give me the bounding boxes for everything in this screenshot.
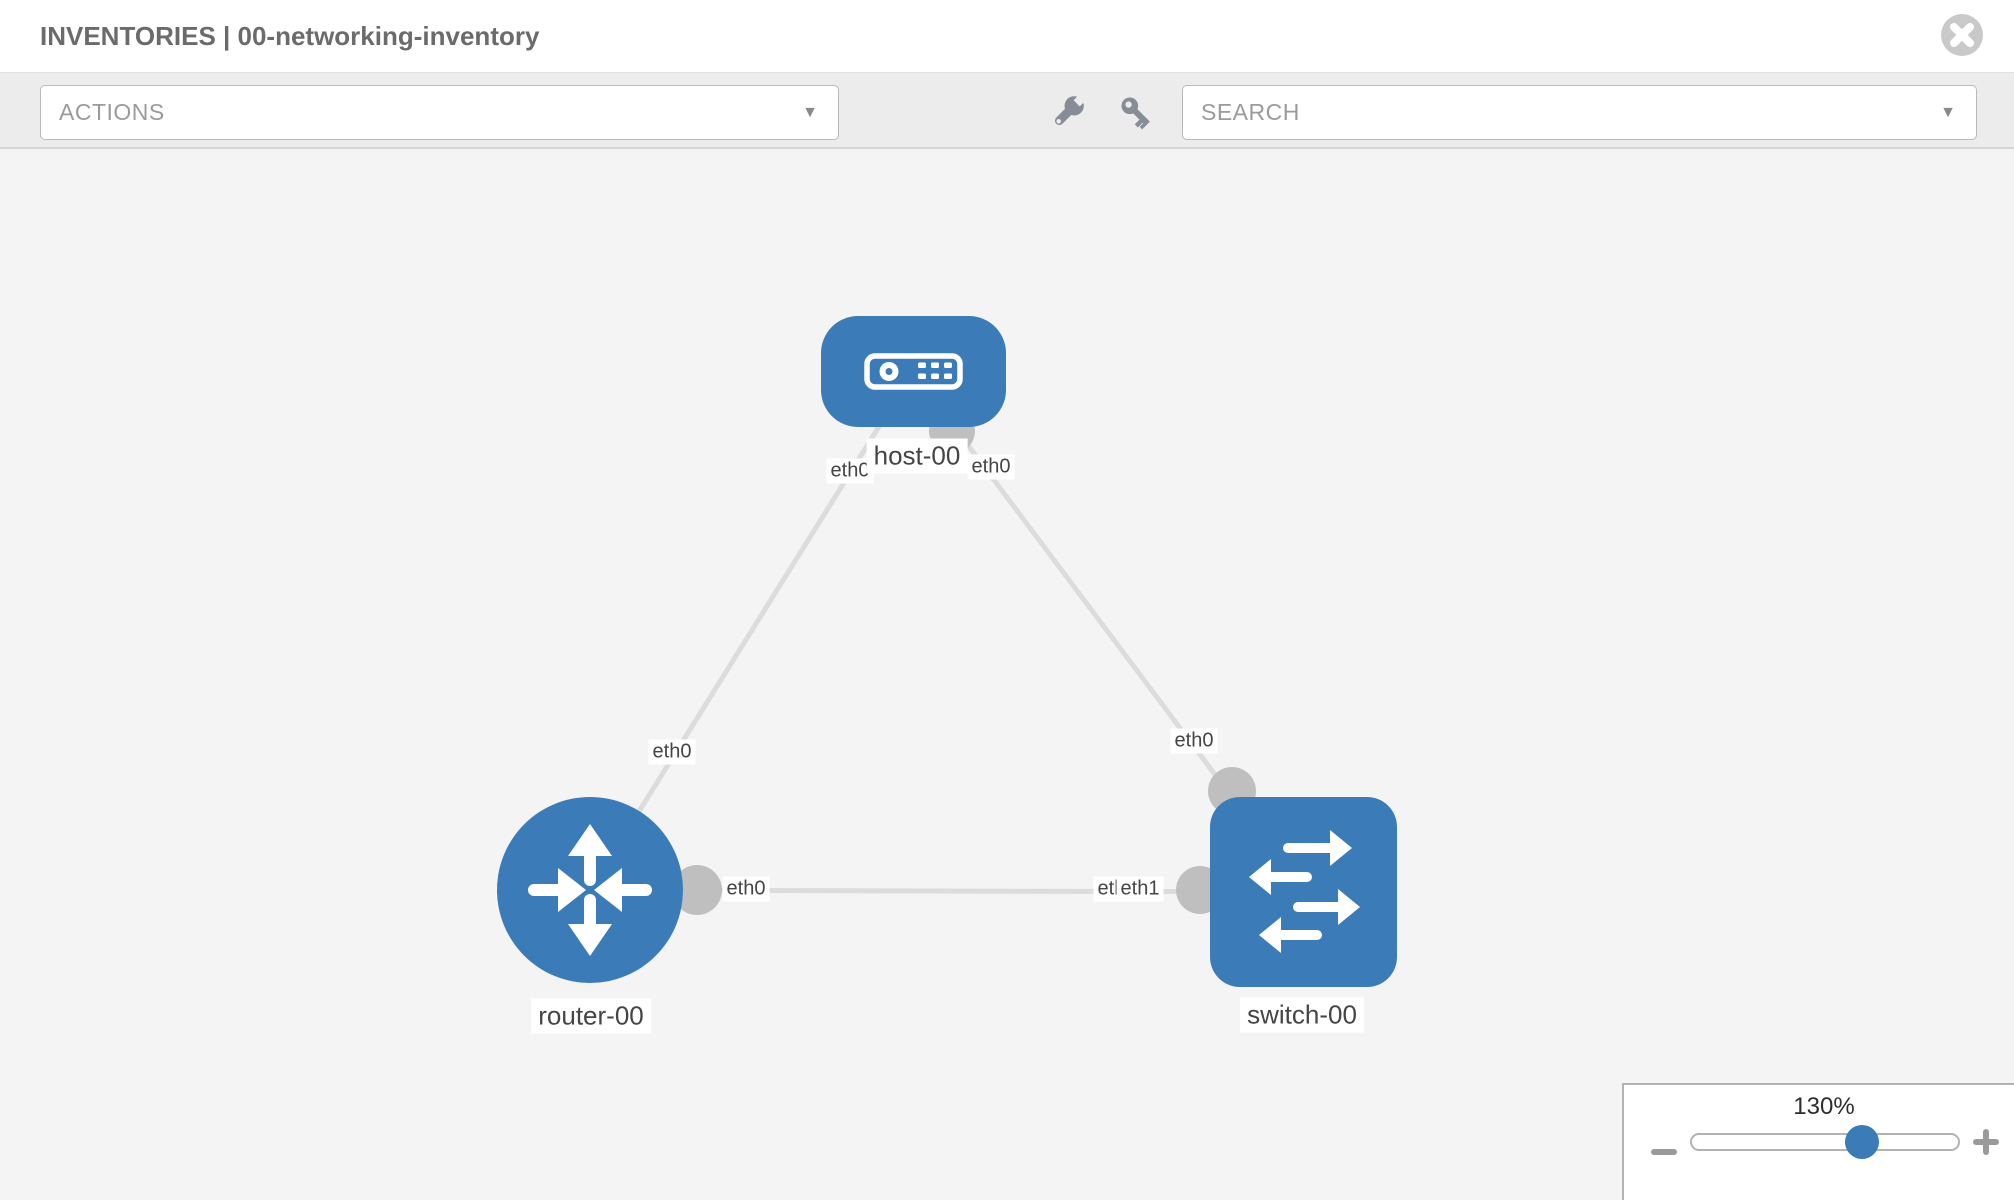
close-icon xyxy=(1950,23,1974,47)
zoom-slider-thumb[interactable] xyxy=(1845,1125,1879,1159)
link-host-router[interactable] xyxy=(587,370,916,892)
node-switch-00[interactable] xyxy=(1210,797,1397,987)
zoom-in-button[interactable] xyxy=(1972,1128,2000,1156)
node-router-00[interactable] xyxy=(497,797,683,983)
header: INVENTORIES | 00-networking-inventory xyxy=(0,0,2014,73)
wrench-icon xyxy=(1054,93,1087,126)
search-dropdown-label: SEARCH xyxy=(1201,99,1300,125)
actions-dropdown[interactable]: ACTIONS ▼ xyxy=(40,85,839,140)
chevron-down-icon: ▼ xyxy=(1940,104,1956,121)
router-icon xyxy=(528,824,652,956)
zoom-out-button[interactable] xyxy=(1650,1138,1678,1166)
close-button[interactable] xyxy=(1941,14,1983,56)
host-icon xyxy=(864,353,963,390)
topology-canvas[interactable] xyxy=(0,149,2014,1200)
zoom-slider-track[interactable] xyxy=(1690,1133,1960,1151)
node-host-00[interactable] xyxy=(821,316,1006,427)
page-title: INVENTORIES | 00-networking-inventory xyxy=(40,21,540,51)
zoom-level-value: 130% xyxy=(1793,1093,1855,1120)
zoom-panel: 130% xyxy=(1622,1083,2014,1200)
key-icon xyxy=(1121,97,1150,130)
actions-dropdown-label: ACTIONS xyxy=(59,99,165,125)
chevron-down-icon: ▼ xyxy=(802,104,818,121)
toolbar: ACTIONS ▼ xyxy=(0,73,2014,149)
plus-icon xyxy=(1983,1129,1989,1155)
topology-graph xyxy=(497,316,1397,987)
switch-icon xyxy=(1249,830,1360,953)
search-dropdown[interactable]: SEARCH ▼ xyxy=(1182,85,1977,140)
port-router-eth0 xyxy=(672,865,722,915)
minus-icon xyxy=(1651,1149,1677,1155)
key-button[interactable] xyxy=(1115,91,1157,133)
wrench-button[interactable] xyxy=(1047,91,1089,133)
